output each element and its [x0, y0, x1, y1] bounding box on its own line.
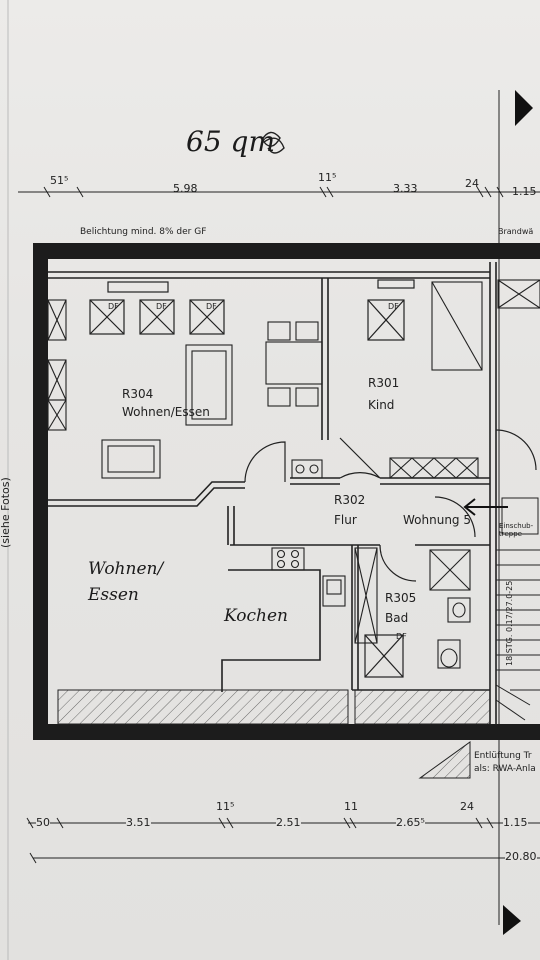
room-name: Flur: [334, 513, 357, 527]
bottom-dim: 3.51: [126, 816, 151, 829]
stair-steps-label: 18 STG. 0.17/27.0-25: [505, 580, 514, 666]
bottom-dim: 50: [36, 816, 50, 829]
room-name: Bad: [385, 611, 409, 625]
section-marker-bottom: [503, 905, 521, 935]
top-dim: 24: [465, 177, 479, 190]
top-dim: 5.98: [173, 182, 198, 195]
room-id: R304: [122, 387, 154, 401]
top-dim: 3.33: [393, 182, 418, 195]
unit-label: Wohnung 5: [403, 513, 471, 527]
ventilation-wedge: [418, 741, 471, 779]
outer-wall-top: [33, 243, 540, 259]
radiators: [47, 279, 540, 644]
firewall-note: Brandwä: [498, 227, 534, 236]
room-id: R305: [385, 591, 417, 605]
bottom-dim: 2.51: [276, 816, 301, 829]
top-dim: 1.15: [512, 185, 537, 198]
bottom-dim: 1.15: [503, 816, 528, 829]
area-note: 65 qm: [186, 125, 276, 158]
bottom-dim: 2.65⁵: [396, 816, 425, 829]
skylight-label: DF: [396, 632, 407, 641]
bottom-dimension-ticks: [26, 817, 494, 829]
entrance-arrow: [463, 498, 508, 516]
room-id: R301: [368, 376, 400, 390]
skylight-label: DF: [108, 302, 119, 311]
outer-wall-left: [33, 243, 48, 740]
section-marker-top: [515, 90, 533, 126]
ventilation-line1: Entlüftung Tr: [474, 751, 532, 761]
handwritten-scribble: [261, 131, 285, 154]
handwritten-kitchen: Kochen: [224, 606, 288, 626]
room-name: Wohnen/Essen: [122, 405, 210, 419]
ladder-label: Einschub-treppe: [499, 522, 534, 539]
ventilation-line2: als: RWA-Anla: [474, 764, 536, 774]
top-dim: 51⁵: [50, 174, 69, 187]
interior-walls: [48, 262, 497, 725]
skylight-label: DF: [156, 302, 167, 311]
outer-wall-bottom: [33, 724, 540, 740]
bottom-dim: 11: [344, 800, 358, 813]
room-id: R302: [334, 493, 366, 507]
bottom-dim: 11⁵: [216, 800, 235, 813]
skylights: [89, 279, 415, 678]
skylight-label: DF: [388, 302, 399, 311]
bottom-dim: 24: [460, 800, 474, 813]
side-note: (siehe Fotos): [0, 477, 12, 548]
handwritten-living: Wohnen/ Essen: [88, 559, 164, 606]
skylight-label: DF: [206, 302, 217, 311]
furniture: [101, 281, 483, 669]
top-dimension-ticks: [43, 186, 504, 198]
exposure-note: Belichtung mind. 8% der GF: [80, 227, 207, 237]
top-dim: 11⁵: [318, 171, 337, 184]
door-swings: [244, 429, 537, 582]
hatched-areas: [57, 689, 491, 725]
room-name: Kind: [368, 398, 395, 412]
overall-dimension: 20.80: [505, 850, 537, 863]
stairs: [495, 497, 540, 721]
